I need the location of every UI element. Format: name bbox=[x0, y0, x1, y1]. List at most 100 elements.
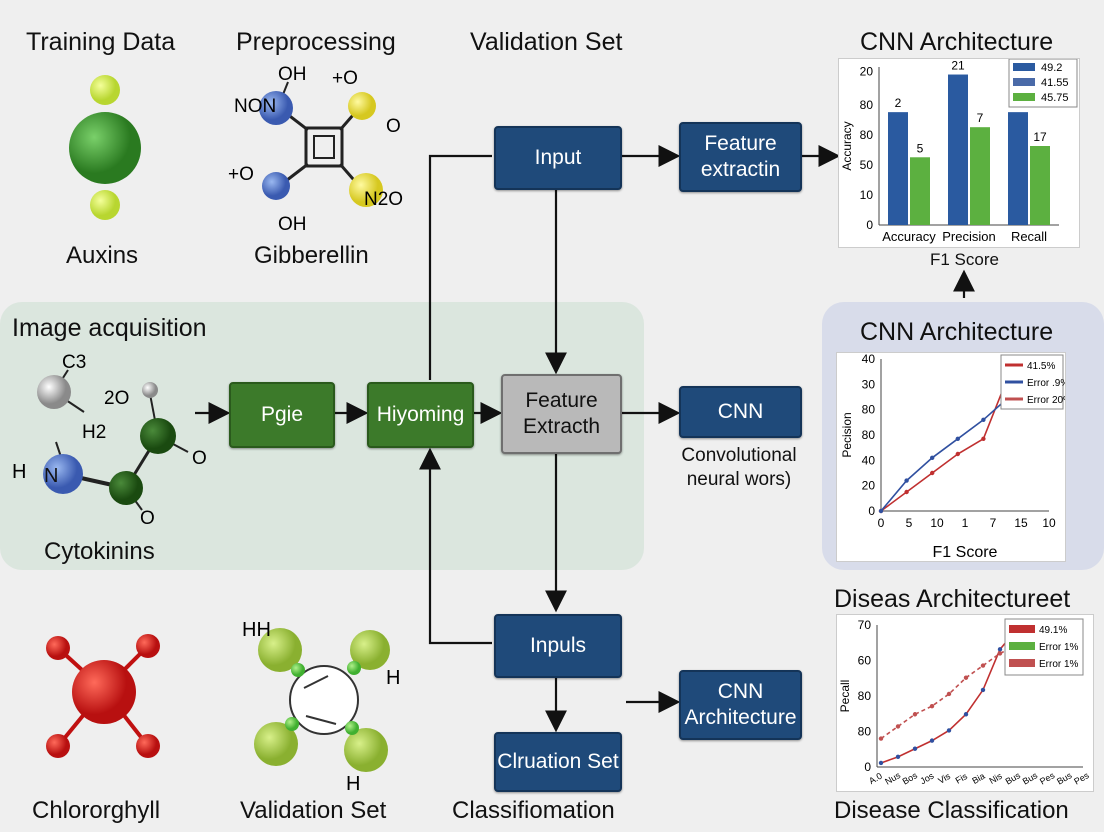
line1-x-label: F1 Score bbox=[933, 544, 998, 561]
header-preprocessing: Preprocessing bbox=[236, 28, 396, 56]
line2-y-tick: 80 bbox=[858, 725, 872, 739]
line2-y-tick: 60 bbox=[858, 654, 872, 668]
bar-series1 bbox=[948, 74, 968, 226]
line1-series-0 bbox=[880, 373, 1010, 512]
bar-legend-label: 45.75 bbox=[1041, 92, 1069, 104]
line2-point bbox=[997, 647, 1003, 652]
input-node[interactable]: Input bbox=[494, 126, 622, 190]
line1-point bbox=[981, 417, 986, 422]
line1-point bbox=[904, 478, 909, 483]
line1-x-tick: 10 bbox=[930, 516, 944, 530]
cyt-c3-label: C3 bbox=[62, 352, 86, 373]
auxins-molecule-icon bbox=[69, 75, 141, 220]
cyt-h2-label: H2 bbox=[82, 422, 106, 443]
f1-score-top-label: F1 Score bbox=[930, 250, 999, 269]
line2-legend-label: 49.1% bbox=[1039, 625, 1067, 636]
line2-point bbox=[946, 691, 952, 697]
line1-x-tick: 0 bbox=[878, 516, 885, 530]
line1-legend-label: 41.5% bbox=[1027, 361, 1055, 372]
bar-x-tick: Recall bbox=[1011, 229, 1047, 244]
line1-y-tick: 40 bbox=[862, 353, 876, 366]
line2-x-tick: Bos bbox=[901, 770, 920, 787]
feature-extractin-node[interactable]: Feature extractin bbox=[679, 122, 802, 192]
label-auxins: Auxins bbox=[66, 242, 139, 269]
inpuls-node[interactable]: Inpuls bbox=[494, 614, 622, 678]
bar-data-label: 21 bbox=[951, 59, 965, 73]
cnn-node[interactable]: CNN bbox=[679, 386, 802, 438]
label-classification: Classifiomation bbox=[452, 797, 615, 824]
pgie-node[interactable]: Pgie bbox=[229, 382, 335, 448]
bar-data-label: 17 bbox=[1033, 130, 1047, 144]
bar-y-label: Accuracy bbox=[840, 121, 854, 170]
bar-legend-label: 41.55 bbox=[1041, 77, 1069, 89]
line2-x-tick: Bus bbox=[1004, 770, 1023, 787]
cyt-o-bottom-label: O bbox=[140, 508, 155, 529]
bar-y-tick: 50 bbox=[860, 158, 874, 172]
gib-oh-top-label: OH bbox=[278, 64, 307, 85]
gib-plus-o-left-label: +O bbox=[228, 164, 254, 185]
bar-data-label: 5 bbox=[917, 141, 924, 155]
line2-x-tick: Nis bbox=[988, 771, 1005, 786]
line1-y-label: Pecision bbox=[840, 412, 854, 457]
line2-y-tick: 70 bbox=[858, 618, 872, 632]
chlorophyll-molecule-icon bbox=[46, 634, 160, 758]
bar-y-tick: 80 bbox=[860, 128, 874, 142]
line1-point bbox=[904, 489, 909, 495]
bar-legend-swatch bbox=[1013, 78, 1035, 86]
line1-x-tick: 5 bbox=[906, 516, 913, 530]
bar-chart-svg: 01050808020Accuracy25Accuracy217Precisio… bbox=[840, 58, 1078, 244]
line1-x-tick: 7 bbox=[990, 516, 997, 530]
line1-point bbox=[981, 436, 986, 441]
header-image-acquisition: Image acquisition bbox=[12, 314, 207, 342]
line2-point bbox=[963, 712, 969, 717]
cnn-architecture-node[interactable]: CNN Architecture bbox=[679, 670, 802, 740]
line2-y-tick: 80 bbox=[858, 689, 872, 703]
line2-y-tick: 0 bbox=[864, 760, 871, 774]
line2-x-tick: Bus bbox=[1021, 770, 1040, 787]
gib-n2o-label: N2O bbox=[364, 189, 403, 210]
line2-legend-swatch bbox=[1009, 625, 1035, 633]
line1-point bbox=[878, 508, 884, 514]
gib-oh-bottom-label: OH bbox=[278, 214, 307, 235]
bar-legend-swatch bbox=[1013, 63, 1035, 71]
line2-x-tick: Bia bbox=[970, 771, 986, 786]
bar-series3 bbox=[910, 157, 930, 225]
line1-y-tick: 40 bbox=[862, 453, 876, 467]
feature-extracth-node[interactable]: Feature Extracth bbox=[501, 374, 622, 454]
cytokinins-molecule-icon: C3 2O H2 H N O O bbox=[12, 352, 207, 529]
line2-point bbox=[895, 754, 901, 760]
cyt-2o-label: 2O bbox=[104, 388, 129, 409]
line2-legend-label: Error 1% bbox=[1039, 642, 1079, 653]
line2-x-tick: Pes bbox=[1072, 770, 1091, 787]
val-h-right-label: H bbox=[386, 667, 400, 689]
line2-point bbox=[929, 738, 935, 743]
line2-legend-label: Error 1% bbox=[1039, 659, 1079, 670]
bar-data-label: 2 bbox=[895, 96, 902, 110]
line1-y-tick: 30 bbox=[862, 377, 876, 391]
line1-point bbox=[955, 436, 960, 441]
hiyoming-node[interactable]: Hiyoming bbox=[367, 382, 474, 448]
header-validation-set: Validation Set bbox=[470, 28, 623, 56]
line1-y-tick: 80 bbox=[862, 403, 876, 417]
cyt-o-right-label: O bbox=[192, 448, 207, 469]
line1-x-tick: 15 bbox=[1014, 516, 1028, 530]
cluation-set-node[interactable]: Clruation Set bbox=[494, 732, 622, 792]
header-cnn-architecture-top: CNN Architecture bbox=[860, 28, 1054, 56]
gib-o-right-label: O bbox=[386, 116, 401, 137]
line1-y-tick: 20 bbox=[862, 479, 876, 493]
bar-legend-label: 49.2 bbox=[1041, 62, 1062, 74]
line1-y-tick: 0 bbox=[868, 504, 875, 518]
label-validation-set-bottom: Validation Set bbox=[240, 797, 387, 824]
bar-series1 bbox=[1008, 112, 1028, 225]
header-training-data: Training Data bbox=[26, 28, 176, 56]
bar-legend-swatch bbox=[1013, 93, 1035, 101]
gib-plus-o-top-label: +O bbox=[332, 68, 358, 89]
line1-x-tick: 10 bbox=[1042, 516, 1056, 530]
label-cytokinins: Cytokinins bbox=[44, 538, 155, 565]
line2-point bbox=[878, 736, 884, 741]
